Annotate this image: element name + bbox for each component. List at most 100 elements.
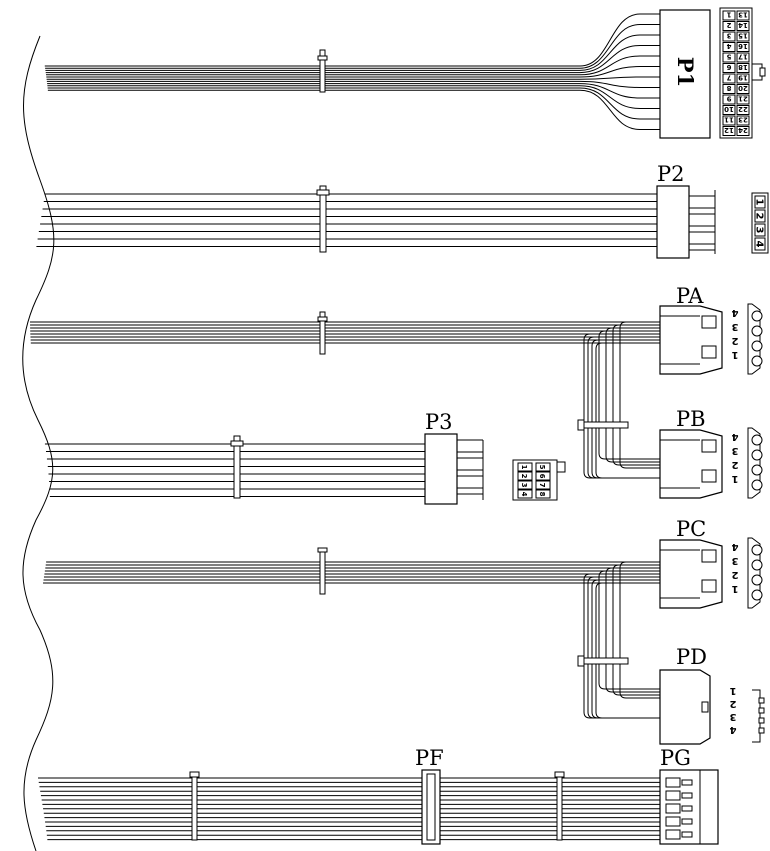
pd-connector: PD 1 2 3 4 — [659, 645, 765, 745]
p1-pin-number: 10 — [724, 105, 734, 113]
p1-pin — [722, 10, 736, 21]
molex-pin-number: 4 — [731, 541, 738, 552]
pb-label: PB — [676, 407, 706, 431]
p3-pin — [535, 489, 551, 499]
pf-pg-cable: PF PG — [38, 746, 719, 845]
p1-pin-number: 11 — [724, 116, 734, 124]
p1-pin-number: 12 — [724, 126, 734, 134]
p1-pin-number: 23 — [738, 116, 748, 124]
p2-pin-grid: 1 2 3 4 — [754, 195, 766, 251]
p3-pin — [535, 462, 551, 472]
p2-pin — [754, 237, 766, 251]
p1-pin — [722, 42, 736, 52]
p1-pin — [736, 115, 750, 126]
molex-pin — [751, 544, 763, 556]
pg-pin-slot — [665, 803, 681, 814]
p1-pin-number: 20 — [738, 84, 748, 92]
p1-pin-number: 24 — [738, 126, 748, 134]
p1-pin — [722, 63, 736, 73]
molex-pin — [751, 355, 763, 367]
p2-pin-number: 3 — [754, 227, 765, 234]
molex-pin — [751, 434, 763, 446]
p2-pin — [754, 209, 766, 223]
p2-connector-body — [656, 185, 690, 259]
pd-pin-number: 4 — [729, 724, 736, 735]
p2-pin-number: 2 — [754, 213, 765, 220]
molex-pin-number: 1 — [731, 349, 738, 360]
pd-pin-number: 1 — [729, 685, 736, 696]
p1-pin — [736, 73, 750, 84]
pc-pd-cable — [43, 547, 660, 719]
molex-pin — [751, 340, 763, 352]
molex-pin-number: 3 — [731, 555, 738, 566]
p2-pin-number: 1 — [754, 199, 765, 206]
pc-connector: PC — [659, 517, 723, 609]
pd-pin-number: 2 — [729, 698, 736, 709]
pc-label: PC — [676, 517, 706, 541]
p2-cable-tie — [319, 185, 327, 253]
p1-pin-number: 3 — [726, 32, 731, 40]
p1-pin — [722, 84, 736, 94]
molex-pin-number: 4 — [731, 307, 738, 318]
p1-pin-number: 13 — [738, 11, 748, 19]
p1-pin-number: 18 — [738, 63, 748, 71]
pa-pb-cable — [30, 311, 660, 479]
pa-connector: PA — [659, 284, 723, 375]
p3-connector-body — [424, 433, 458, 505]
p3-pin — [517, 489, 533, 499]
p1-pin-number: 4 — [726, 42, 731, 50]
molex-pin-number: 1 — [731, 583, 738, 594]
p3-pin-number: 2 — [520, 474, 528, 479]
pb-connector: PB — [659, 407, 723, 499]
molex-pin — [751, 449, 763, 461]
molex-pin-number: 3 — [731, 445, 738, 456]
molex-pin — [751, 325, 763, 337]
p3-pin — [535, 480, 551, 490]
p3-label: P3 — [425, 410, 453, 434]
p3-pin — [517, 462, 533, 472]
p1-pin — [736, 52, 750, 63]
p1-pin — [736, 10, 750, 21]
p1-pin — [736, 126, 750, 136]
p1-pin — [722, 105, 736, 115]
pc-pd-cable-tie — [577, 657, 629, 665]
p1-pin — [722, 31, 736, 42]
pd-label: PD — [676, 645, 707, 669]
p3-pin-number: 3 — [520, 483, 528, 488]
p3-pin-number: 1 — [520, 465, 528, 470]
p3-pin-number: 5 — [538, 465, 546, 470]
p2-pin-number: 4 — [754, 241, 765, 248]
pg-cable-tie-2 — [556, 775, 563, 841]
p1-label: P1 — [673, 57, 698, 87]
p3-pin — [517, 480, 533, 490]
p1-pin — [736, 42, 750, 52]
p2-pin — [754, 195, 766, 209]
p1-pin — [736, 105, 750, 115]
pf-label: PF — [415, 746, 444, 770]
molex-pin — [751, 559, 763, 571]
p1-pin-number: 6 — [726, 63, 731, 71]
pa-pb-cable-tie — [577, 421, 629, 429]
p1-connector-body — [659, 9, 711, 139]
p1-pin-number: 15 — [738, 32, 748, 40]
p1-pin-number: 9 — [726, 95, 731, 103]
p1-pin — [736, 94, 750, 105]
molex-pin-number: 2 — [731, 335, 738, 346]
p1-pin-number: 2 — [726, 21, 731, 29]
p1-pin — [722, 126, 736, 136]
p1-pin-number: 1 — [726, 11, 731, 19]
molex-pin — [751, 589, 763, 601]
pd-pin-number: 3 — [729, 711, 736, 722]
molex-pin-number: 4 — [731, 431, 738, 442]
p3-pin — [535, 471, 551, 481]
molex-pin — [751, 479, 763, 491]
p1-pin-number: 19 — [738, 74, 748, 82]
pg-pin-slot — [665, 816, 681, 827]
p3-pin-number: 8 — [538, 492, 546, 497]
